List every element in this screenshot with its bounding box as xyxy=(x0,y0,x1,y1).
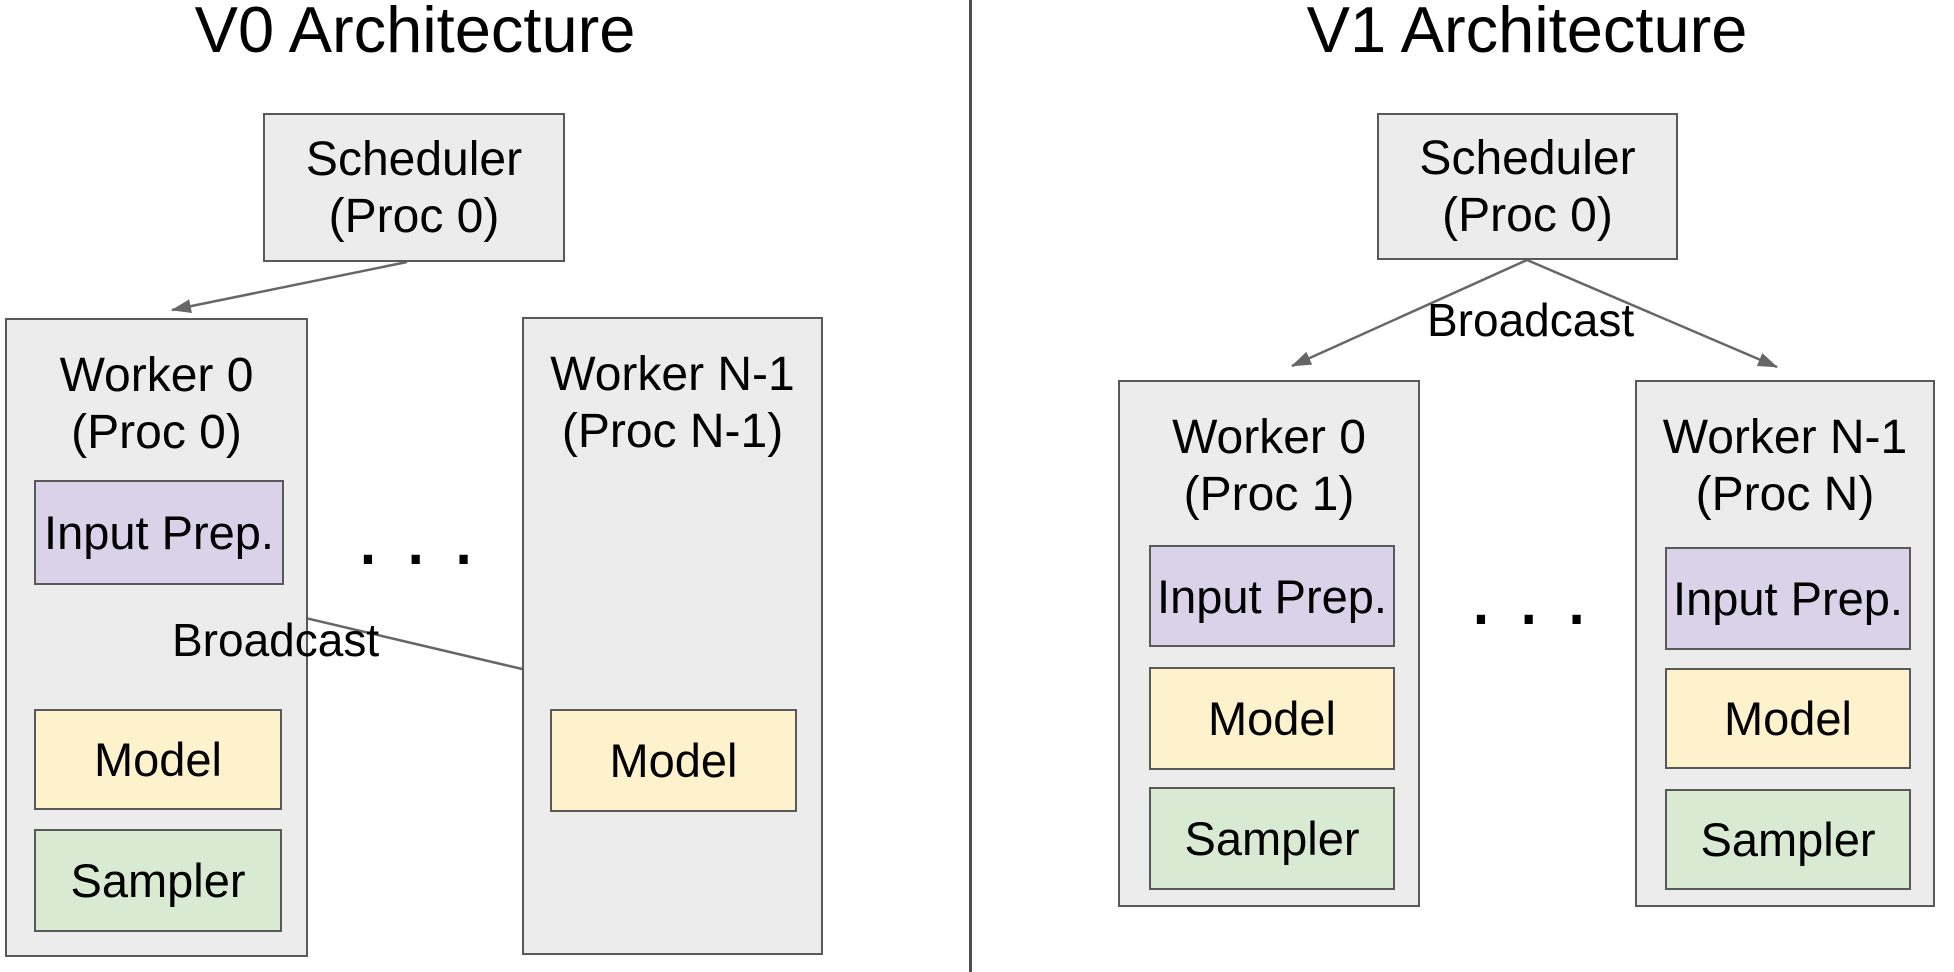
v1-workerN-proc: (Proc N) xyxy=(1695,468,1875,521)
v0-worker0-model-box: Model xyxy=(34,709,282,810)
v0-panel-title: V0 Architecture xyxy=(194,0,636,66)
v1-workerN-label: Worker N-1 (Proc N) xyxy=(1637,382,1933,523)
v0-workerN-model-label: Model xyxy=(609,734,738,787)
v0-broadcast-label: Broadcast xyxy=(172,614,380,666)
v0-workerN-label: Worker N-1 (Proc N-1) xyxy=(524,319,821,460)
v1-scheduler-box: Scheduler (Proc 0) xyxy=(1377,113,1678,260)
v1-ellipsis: . . . xyxy=(1469,547,1589,643)
v0-worker0-model-label: Model xyxy=(93,733,222,786)
v1-worker0-input-prep-label: Input Prep. xyxy=(1157,569,1387,623)
v0-worker0-input-prep-label: Input Prep. xyxy=(44,506,274,559)
v0-scheduler-name: Scheduler xyxy=(305,132,523,186)
v1-scheduler-proc: (Proc 0) xyxy=(1442,188,1613,242)
v1-workerN-input-prep-box: Input Prep. xyxy=(1665,547,1911,650)
v1-workerN-box: Worker N-1 (Proc N) Input Prep. Model Sa… xyxy=(1635,380,1935,907)
v1-worker0-proc: (Proc 1) xyxy=(1183,468,1355,521)
v1-scheduler-name: Scheduler xyxy=(1419,131,1636,185)
v0-worker0-label: Worker 0 (Proc 0) xyxy=(7,320,306,461)
v0-workerN-name: Worker N-1 xyxy=(550,348,795,401)
v0-worker0-input-prep-box: Input Prep. xyxy=(34,480,284,585)
v0-worker0-sampler-label: Sampler xyxy=(70,854,246,907)
v0-scheduler-proc: (Proc 0) xyxy=(328,189,500,243)
v1-workerN-model-label: Model xyxy=(1723,692,1852,745)
v1-workerN-sampler-box: Sampler xyxy=(1665,789,1911,890)
v1-worker0-name: Worker 0 xyxy=(1172,411,1366,464)
v0-workerN-box: Worker N-1 (Proc N-1) Model xyxy=(522,317,823,955)
v0-worker0-sampler-box: Sampler xyxy=(34,829,282,932)
v0-worker0-proc: (Proc 0) xyxy=(71,406,242,459)
v0-workerN-proc: (Proc N-1) xyxy=(561,405,784,458)
v0-worker0-name: Worker 0 xyxy=(59,349,254,402)
v1-workerN-input-prep-label: Input Prep. xyxy=(1673,572,1903,625)
v1-workerN-model-box: Model xyxy=(1665,668,1911,769)
v1-broadcast-label: Broadcast xyxy=(1427,294,1635,346)
v0-scheduler-to-worker0-arrow xyxy=(171,260,408,314)
v1-worker0-sampler-label: Sampler xyxy=(1184,812,1360,865)
v0-worker0-box: Worker 0 (Proc 0) Input Prep. Model Samp… xyxy=(5,318,308,957)
v1-worker0-input-prep-box: Input Prep. xyxy=(1149,545,1395,647)
v1-worker0-model-box: Model xyxy=(1149,667,1395,770)
v0-scheduler-box: Scheduler (Proc 0) xyxy=(263,113,565,262)
v1-workerN-sampler-label: Sampler xyxy=(1700,813,1876,866)
v1-worker0-label: Worker 0 (Proc 1) xyxy=(1120,382,1418,523)
v1-workerN-name: Worker N-1 xyxy=(1662,411,1908,464)
v0-workerN-model-box: Model xyxy=(550,709,797,812)
v1-worker0-model-label: Model xyxy=(1207,692,1336,745)
v1-worker0-box: Worker 0 (Proc 1) Input Prep. Model Samp… xyxy=(1118,380,1420,907)
v0-ellipsis: . . . xyxy=(356,487,476,583)
v1-worker0-sampler-box: Sampler xyxy=(1149,787,1395,890)
v1-panel-title: V1 Architecture xyxy=(1306,0,1748,66)
panel-divider xyxy=(969,0,972,972)
